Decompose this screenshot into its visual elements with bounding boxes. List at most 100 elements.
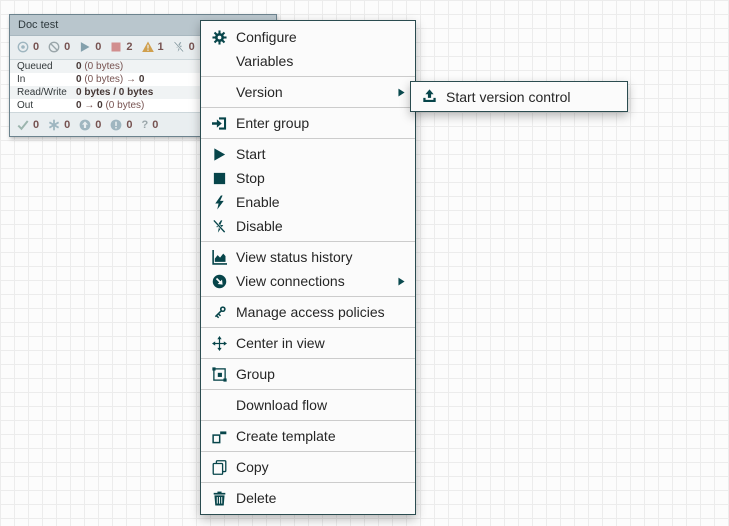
version-submenu: Start version control xyxy=(410,81,628,112)
upload-icon xyxy=(421,89,437,105)
menu-item-create-template[interactable]: Create template xyxy=(201,424,415,448)
process-group-status-row: 0 0 0 2 1 0 xyxy=(10,36,276,57)
copy-icon xyxy=(211,459,227,475)
move-icon xyxy=(211,335,227,351)
invalid-count: 1 xyxy=(157,40,164,53)
menu-item-label: Download flow xyxy=(236,397,328,413)
up-to-date-icon xyxy=(17,119,29,131)
menu-item-label: Configure xyxy=(236,29,297,45)
menu-item-label: Stop xyxy=(236,170,265,186)
menu-separator xyxy=(201,138,415,139)
sync-failure-icon: ? xyxy=(141,118,149,131)
arrow-circle-icon xyxy=(211,273,227,289)
stat-label: Queued xyxy=(17,61,53,72)
sync-failure-count: 0 xyxy=(152,118,159,131)
sign-in-icon xyxy=(211,115,227,131)
menu-item-variables[interactable]: Variables xyxy=(201,49,415,73)
menu-separator xyxy=(201,76,415,77)
menu-item-configure[interactable]: Configure xyxy=(201,25,415,49)
menu-item-label: Variables xyxy=(236,53,294,69)
menu-separator xyxy=(201,420,415,421)
context-menu: Configure Variables Version Enter group … xyxy=(200,20,416,515)
stat-value: 0 → 0 (0 bytes) xyxy=(76,100,145,111)
template-icon xyxy=(211,428,227,444)
menu-item-label: Group xyxy=(236,366,275,382)
stat-value: 0 bytes / 0 bytes xyxy=(76,87,154,98)
menu-item-enable[interactable]: Enable xyxy=(201,190,415,214)
menu-separator xyxy=(201,107,415,108)
key-icon xyxy=(211,304,227,320)
menu-item-label: Center in view xyxy=(236,335,325,351)
menu-item-label: Disable xyxy=(236,218,283,234)
menu-item-label: Start version control xyxy=(446,88,571,105)
menu-item-start[interactable]: Start xyxy=(201,142,415,166)
chevron-right-icon xyxy=(398,88,405,97)
menu-item-label: Start xyxy=(236,146,266,162)
stat-label: Out xyxy=(17,100,34,111)
stat-value: 0 (0 bytes) xyxy=(76,61,124,72)
transmitting-icon xyxy=(17,41,29,53)
menu-item-label: Delete xyxy=(236,490,277,506)
menu-separator xyxy=(201,358,415,359)
stat-label: In xyxy=(17,74,26,85)
transmitting-count: 0 xyxy=(33,40,40,53)
menu-item-label: Copy xyxy=(236,459,269,475)
menu-separator xyxy=(201,327,415,328)
not-transmitting-count: 0 xyxy=(64,40,71,53)
menu-item-stop[interactable]: Stop xyxy=(201,166,415,190)
running-icon xyxy=(79,41,91,53)
stop-icon xyxy=(211,170,227,186)
menu-item-label: View connections xyxy=(236,273,345,289)
menu-item-label: Version xyxy=(236,84,283,100)
disabled-icon xyxy=(173,41,185,53)
stat-value: 0 (0 bytes) → 0 xyxy=(76,74,145,85)
menu-item-view-connections[interactable]: View connections xyxy=(201,269,415,293)
locally-modified-stale-icon xyxy=(110,119,122,131)
menu-item-label: Enter group xyxy=(236,115,310,131)
stale-icon xyxy=(79,119,91,131)
menu-item-center-in-view[interactable]: Center in view xyxy=(201,331,415,355)
stale-count: 0 xyxy=(95,118,102,131)
group-icon xyxy=(211,366,227,382)
locally-modified-stale-count: 0 xyxy=(126,118,133,131)
menu-separator xyxy=(201,389,415,390)
menu-item-copy[interactable]: Copy xyxy=(201,455,415,479)
not-transmitting-icon xyxy=(48,41,60,53)
menu-separator xyxy=(201,296,415,297)
menu-item-enter-group[interactable]: Enter group xyxy=(201,111,415,135)
icon-spacer xyxy=(211,53,227,69)
play-icon xyxy=(211,146,227,162)
menu-separator xyxy=(201,451,415,452)
gear-icon xyxy=(211,29,227,45)
invalid-icon xyxy=(142,41,154,53)
bolt-icon xyxy=(211,194,227,210)
bolt-slash-icon xyxy=(211,218,227,234)
menu-item-group[interactable]: Group xyxy=(201,362,415,386)
chevron-right-icon xyxy=(398,277,405,286)
stopped-count: 2 xyxy=(126,40,133,53)
menu-item-label: Manage access policies xyxy=(236,304,385,320)
stat-label: Read/Write xyxy=(17,87,67,98)
menu-item-start-version-control[interactable]: Start version control xyxy=(411,82,627,111)
menu-item-view-status-history[interactable]: View status history xyxy=(201,245,415,269)
process-group-version-row: 0 0 0 0 ? 0 xyxy=(10,113,276,136)
area-chart-icon xyxy=(211,249,227,265)
menu-separator xyxy=(201,241,415,242)
menu-item-disable[interactable]: Disable xyxy=(201,214,415,238)
menu-item-delete[interactable]: Delete xyxy=(201,486,415,510)
menu-separator xyxy=(201,482,415,483)
stopped-icon xyxy=(110,41,122,53)
menu-item-version[interactable]: Version xyxy=(201,80,415,104)
up-to-date-count: 0 xyxy=(33,118,40,131)
running-count: 0 xyxy=(95,40,102,53)
menu-item-manage-access-policies[interactable]: Manage access policies xyxy=(201,300,415,324)
disabled-count: 0 xyxy=(188,40,195,53)
locally-modified-icon xyxy=(48,119,60,131)
icon-spacer xyxy=(211,84,227,100)
menu-item-label: Create template xyxy=(236,428,336,444)
icon-spacer xyxy=(211,397,227,413)
locally-modified-count: 0 xyxy=(64,118,71,131)
menu-item-download-flow[interactable]: Download flow xyxy=(201,393,415,417)
menu-item-label: View status history xyxy=(236,249,353,265)
